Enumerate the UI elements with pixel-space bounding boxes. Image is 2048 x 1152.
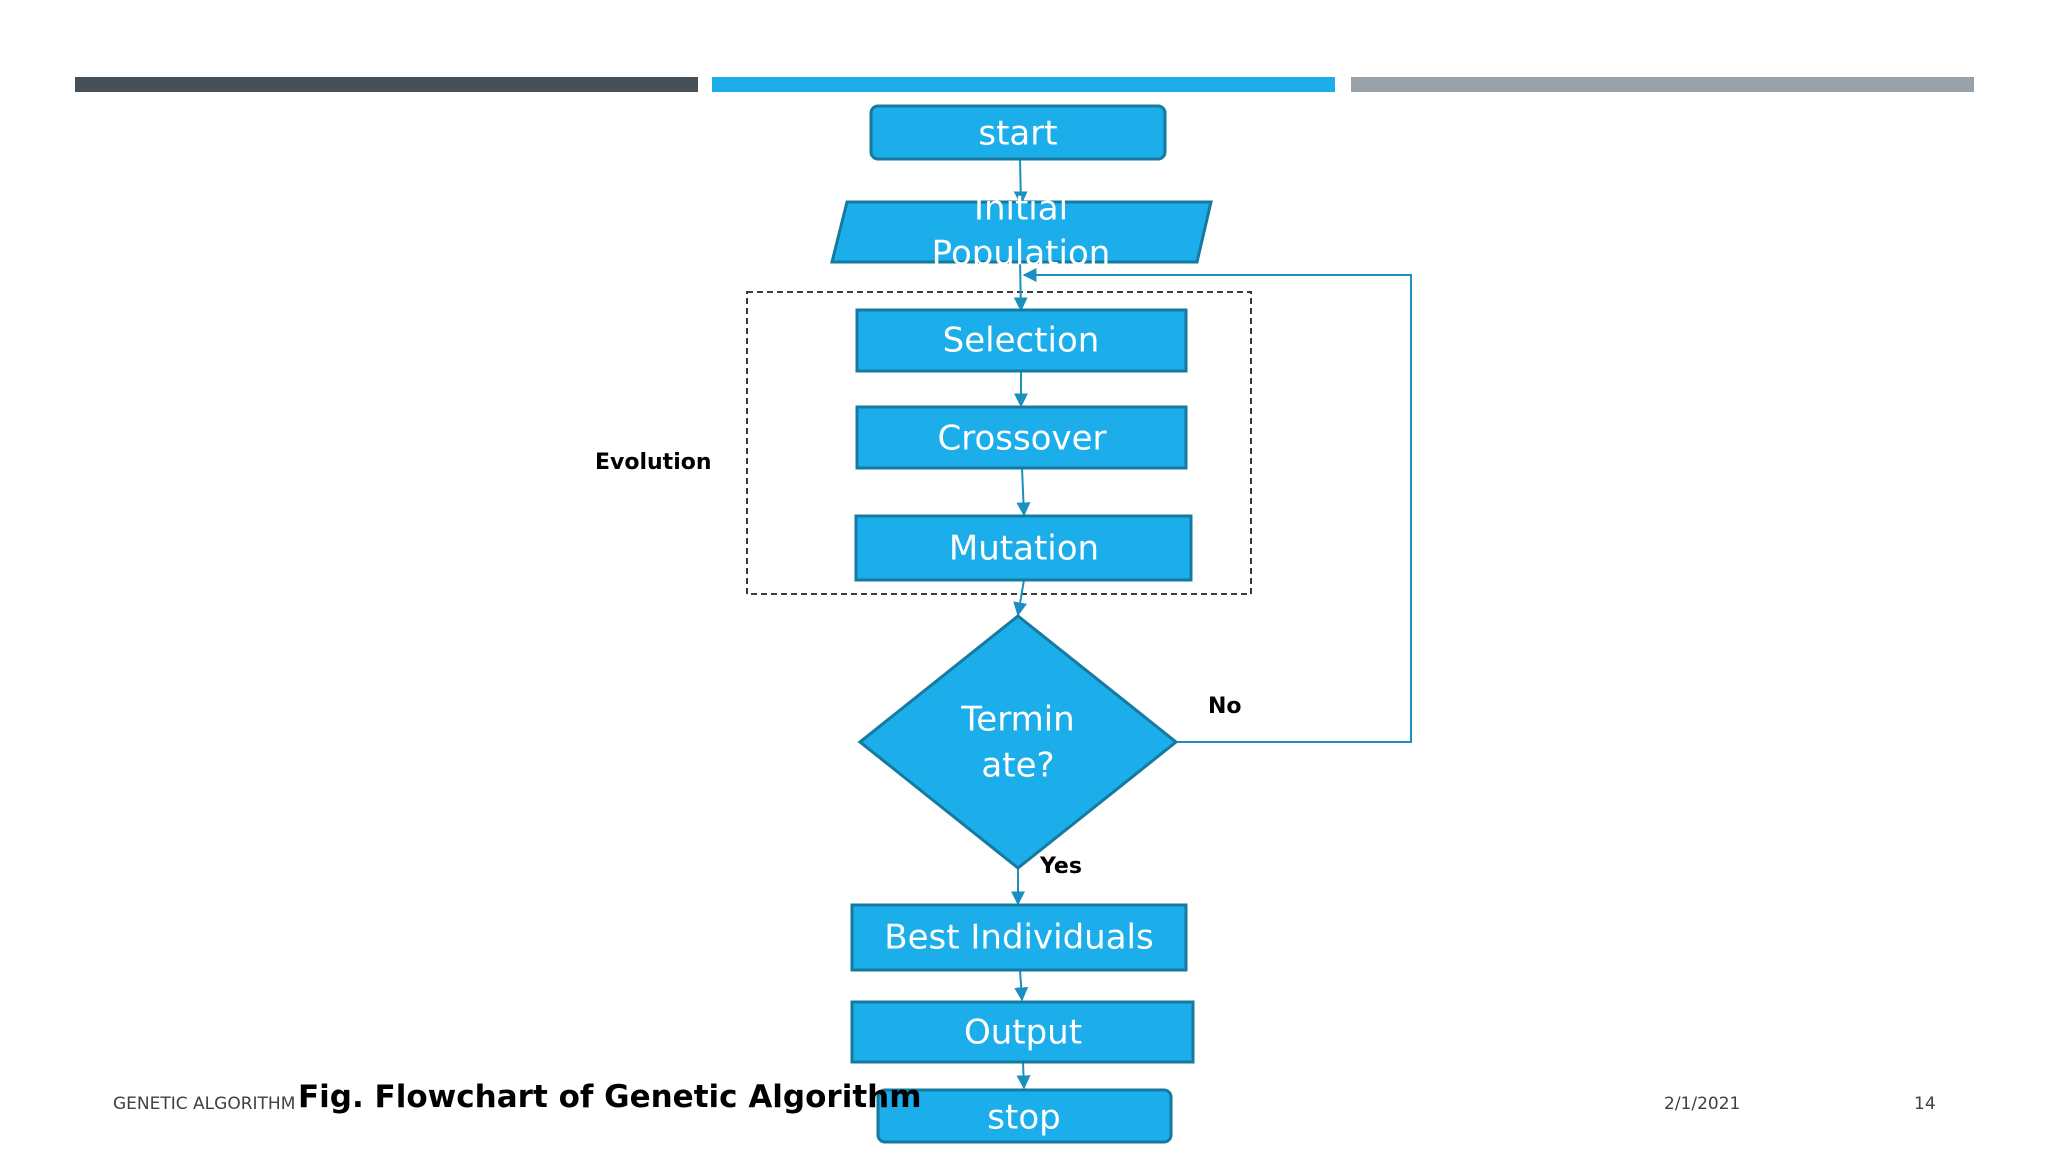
- no-label: No: [1208, 694, 1242, 719]
- header-bar-left: [75, 77, 698, 92]
- figure-caption: Fig. Flowchart of Genetic Algorithm: [298, 1079, 922, 1115]
- mutation-label: Mutation: [949, 529, 1099, 569]
- arrow-crossover-to-mutation: [1016, 467, 1031, 517]
- footer-page-number: 14: [1914, 1094, 1936, 1114]
- footer-title: GENETIC ALGORITHM: [113, 1094, 296, 1114]
- start-label: start: [978, 114, 1057, 154]
- evolution-label: Evolution: [595, 450, 712, 475]
- output-label: Output: [964, 1013, 1082, 1053]
- selection-node: [855, 308, 1188, 373]
- arrow-no-loop: [1022, 268, 1412, 743]
- initial-population-label-line2: Population: [932, 234, 1111, 274]
- yes-label: Yes: [1039, 854, 1082, 879]
- arrow-init-to-selection: [1013, 261, 1028, 312]
- best-individuals-node: [850, 903, 1188, 972]
- best-individuals-label: Best Individuals: [884, 918, 1153, 958]
- terminate-label-line2: ate?: [981, 746, 1054, 786]
- header-bar-middle: [712, 77, 1335, 92]
- arrow-start-to-init: [1013, 158, 1028, 206]
- arrow-mutation-to-decision: [1013, 579, 1028, 617]
- footer-date: 2/1/2021: [1664, 1094, 1741, 1114]
- initial-population-node: [830, 200, 1213, 264]
- stop-label: stop: [987, 1098, 1060, 1138]
- mutation-node: [854, 514, 1193, 582]
- arrow-output-to-stop: [1016, 1061, 1031, 1090]
- crossover-node: [855, 405, 1188, 470]
- arrow-best-to-output: [1014, 969, 1029, 1002]
- terminate-label-line1: Termin: [960, 700, 1074, 740]
- start-node: [869, 104, 1167, 161]
- output-node: [850, 1000, 1195, 1064]
- evolution-group-box: [746, 291, 1252, 595]
- crossover-label: Crossover: [937, 419, 1106, 459]
- initial-population-label-line1: Initial: [974, 189, 1068, 229]
- header-bar-right: [1351, 77, 1974, 92]
- terminate-decision-node: [857, 614, 1179, 870]
- stop-node: [876, 1088, 1173, 1144]
- selection-label: Selection: [943, 321, 1100, 361]
